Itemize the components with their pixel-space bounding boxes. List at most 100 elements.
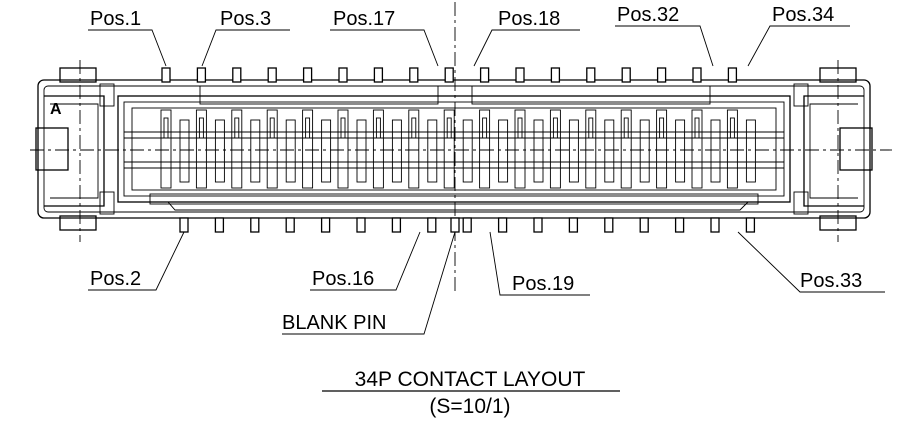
top-pin [621, 67, 631, 83]
contact-body [479, 109, 491, 189]
contact-body [408, 109, 420, 189]
label-pos-19: Pos.19 [512, 273, 574, 295]
top-pin [267, 67, 277, 83]
contact-body-alt [356, 119, 367, 183]
bottom-pin [710, 217, 720, 233]
top-pin [692, 67, 702, 83]
top-pin [196, 67, 207, 83]
contact-body-alt [568, 119, 579, 183]
top-pin [373, 67, 384, 83]
contact-tip [446, 117, 452, 139]
contact-tip [269, 117, 275, 139]
bottom-pin [285, 217, 295, 233]
top-pin [338, 67, 348, 83]
contact-body [585, 109, 597, 189]
contact-tip [694, 117, 700, 139]
contact-body-alt [745, 119, 756, 183]
contact-tip [163, 117, 169, 139]
contact-tip [375, 117, 381, 139]
bottom-pin [604, 217, 614, 233]
caption-scale: (S=10/1) [429, 395, 510, 418]
bottom-pin [356, 217, 366, 233]
top-pin [302, 67, 313, 83]
bottom-pin [250, 217, 260, 233]
caption-title: 34P CONTACT LAYOUT [355, 368, 586, 391]
contact-body-alt [214, 119, 225, 183]
top-pin [409, 67, 419, 83]
contact-body [302, 109, 314, 189]
contact-body-alt [498, 119, 509, 183]
right-hold-down [793, 67, 873, 231]
contact-body-alt [250, 119, 261, 183]
top-pin [479, 67, 490, 83]
contact-body-alt [533, 119, 544, 183]
contact-tip [623, 117, 629, 139]
contact-tip [340, 117, 346, 139]
contact-tip [305, 117, 311, 139]
contact-tip [588, 117, 594, 139]
top-pin [444, 67, 454, 83]
top-pin [727, 67, 738, 83]
bottom-pin [427, 217, 437, 233]
label-blank-pin: BLANK PIN [282, 312, 386, 334]
contact-body-alt [427, 119, 438, 183]
label-pos-18: Pos.18 [498, 8, 560, 30]
contact-body-alt [639, 119, 650, 183]
contact-array [160, 109, 756, 189]
contact-body [266, 109, 278, 189]
contact-tip [482, 117, 488, 139]
label-pos-17: Pos.17 [333, 8, 395, 30]
top-pin [550, 67, 561, 83]
contact-body [337, 109, 349, 189]
bottom-pin [639, 217, 649, 233]
label-pos-2: Pos.2 [90, 268, 141, 290]
contact-tip [659, 117, 665, 139]
top-pin-row [161, 67, 738, 83]
contact-body-alt [285, 119, 296, 183]
label-pos-1: Pos.1 [90, 8, 141, 30]
bottom-pin [533, 217, 543, 233]
top-pin [586, 67, 596, 83]
contact-body [549, 109, 561, 189]
contact-tip [411, 117, 417, 139]
contact-body-alt [604, 119, 615, 183]
top-pin [232, 67, 242, 83]
contact-tip [234, 117, 240, 139]
contact-body [231, 109, 243, 189]
contact-body-alt [675, 119, 686, 183]
bottom-pin [568, 217, 579, 233]
top-pin [515, 67, 525, 83]
contact-body [691, 109, 703, 189]
contact-body [160, 109, 172, 189]
bottom-pin [214, 217, 225, 233]
contact-tip [552, 117, 558, 139]
contact-tip [729, 117, 735, 139]
label-pos-33: Pos.33 [800, 270, 862, 292]
contact-body-alt [179, 119, 190, 183]
blank-pin [450, 217, 460, 233]
bottom-pin [179, 217, 189, 233]
contact-body [372, 109, 384, 189]
contact-body-alt [710, 119, 721, 183]
bottom-pin [391, 217, 402, 233]
contact-body [443, 109, 455, 189]
contact-tip [517, 117, 523, 139]
bottom-pin [745, 217, 756, 233]
bottom-pin [320, 217, 331, 233]
contact-body [514, 109, 526, 189]
contact-body [195, 109, 207, 189]
bottom-pin [497, 217, 508, 233]
label-pos-32: Pos.32 [617, 4, 679, 26]
contact-body [620, 109, 632, 189]
contact-body [726, 109, 738, 189]
label-pos-3: Pos.3 [220, 8, 271, 30]
contact-body-alt [321, 119, 332, 183]
label-pos-16: Pos.16 [312, 268, 374, 290]
contact-tip [198, 117, 204, 139]
contact-body [656, 109, 668, 189]
corner-mark-a: A [50, 101, 62, 118]
top-pin [656, 67, 667, 83]
bottom-pin [674, 217, 685, 233]
bottom-pin [462, 217, 472, 233]
